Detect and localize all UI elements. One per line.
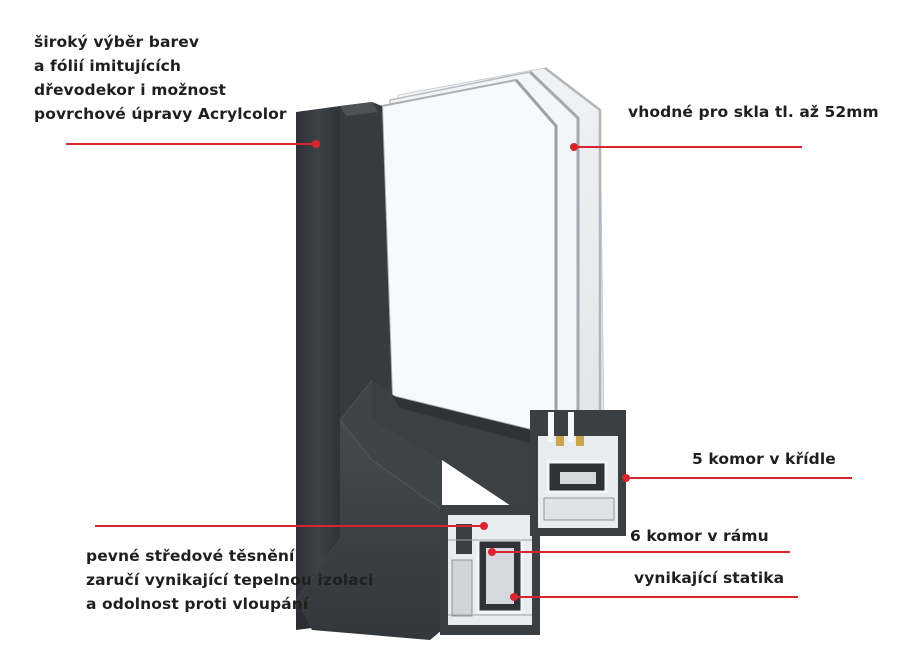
label-sash: 5 komor v křídle [692, 447, 836, 471]
label-gasket-line-3: a odolnost proti vloupání [86, 595, 309, 613]
label-gasket-line-1: pevné středové těsnění [86, 547, 295, 565]
sash-cross-section [530, 410, 626, 536]
frame-bottom-rail [296, 420, 442, 640]
sash-vertical [340, 102, 392, 420]
frame-vertical [296, 106, 340, 600]
label-frame: 6 komor v rámu [630, 524, 769, 548]
label-glass-text: vhodné pro skla tl. až 52mm [628, 103, 879, 121]
callout-dot-statics [510, 593, 518, 601]
glass-panes [380, 67, 605, 438]
callout-dot-glass [570, 143, 578, 151]
label-colors-line-1: široký výběr barev [34, 33, 200, 51]
label-colors-line-2: a fólií imitujících [34, 57, 182, 75]
label-statics-text: vynikající statika [634, 569, 785, 587]
label-statics: vynikající statika [634, 566, 784, 590]
callout-dot-frame [488, 548, 496, 556]
callout-dot-colors [312, 140, 320, 148]
label-colors: široký výběr barev a fólií imitujících d… [34, 30, 287, 126]
label-frame-text: 6 komor v rámu [630, 527, 769, 545]
callout-dot-gasket [480, 522, 488, 530]
frame-cross-section [440, 505, 540, 635]
label-sash-text: 5 komor v křídle [692, 450, 836, 468]
callout-dot-sash [622, 474, 630, 482]
label-glass: vhodné pro skla tl. až 52mm [628, 100, 879, 124]
label-colors-line-4: povrchové úpravy Acrylcolor [34, 105, 287, 123]
label-colors-line-3: dřevodekor i možnost [34, 81, 227, 99]
callouts [66, 140, 852, 601]
glass-pane-front [380, 78, 557, 438]
label-gasket-line-2: zaručí vynikající tepelnou izolaci [86, 571, 374, 589]
label-gasket: pevné středové těsnění zaručí vynikající… [86, 544, 374, 616]
